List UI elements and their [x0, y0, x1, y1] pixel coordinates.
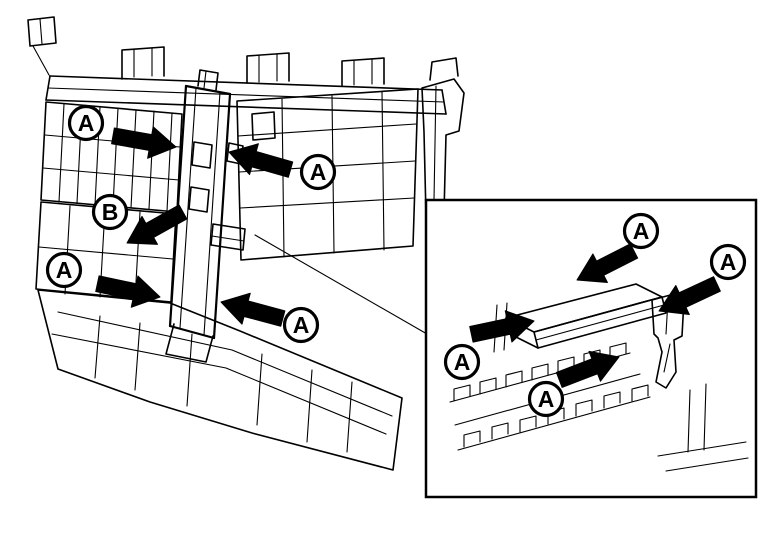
callout-circle — [443, 343, 481, 381]
callout-circle — [527, 380, 565, 418]
callout-letter: A — [720, 249, 737, 275]
inset-right-structure — [657, 383, 749, 472]
lower-body — [37, 289, 403, 471]
callout-letter: B — [102, 199, 119, 225]
callout-letter: A — [310, 159, 327, 185]
callout-letter: A — [293, 312, 310, 338]
callout-letter: A — [538, 386, 555, 412]
arrow-icon — [93, 267, 164, 314]
inset-box — [424, 198, 758, 499]
callout-letter: A — [633, 218, 650, 244]
callout-a-main-bottom-left: A — [45, 251, 83, 289]
callout-circle — [622, 212, 660, 250]
callout-letter: A — [454, 349, 471, 375]
callout-a-inset-bottom: A — [527, 380, 565, 418]
top-left-tab — [27, 16, 57, 76]
top-mounting-tabs — [121, 46, 459, 87]
arrow-icon — [216, 286, 288, 335]
callout-circle — [91, 193, 129, 231]
callout-a-main-right: A — [299, 153, 337, 191]
callout-circle — [45, 251, 83, 289]
callout-circle — [282, 306, 320, 344]
callout-a-main-bottom-right: A — [282, 306, 320, 344]
callout-a-inset-top: A — [622, 212, 660, 250]
callout-a-main-top-left: A — [67, 104, 105, 142]
inset-leader-line — [254, 234, 428, 335]
callout-letter: A — [56, 257, 73, 283]
callout-letter: A — [78, 110, 95, 136]
callouts: A A B A A A A A — [45, 104, 747, 418]
callout-a-inset-left: A — [443, 343, 481, 381]
main-assembly-drawing — [27, 16, 465, 471]
arrow-icon — [109, 119, 180, 164]
frame-grid-upper — [40, 101, 183, 213]
callout-circle — [299, 153, 337, 191]
top-rail — [45, 75, 447, 115]
callout-circle — [709, 243, 747, 281]
callout-b-main: B — [91, 193, 129, 231]
arrow-icon — [118, 197, 192, 258]
callout-a-inset-right: A — [709, 243, 747, 281]
callout-circle — [67, 104, 105, 142]
